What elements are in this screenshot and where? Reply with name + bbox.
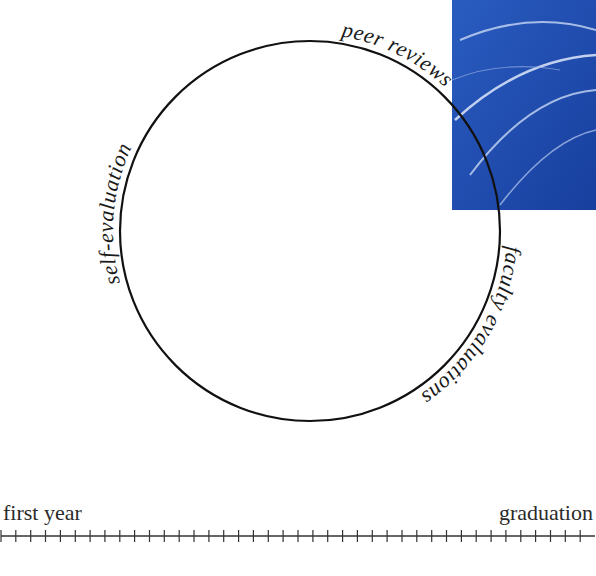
ruler-tick — [15, 530, 16, 542]
ruler-tick — [134, 530, 135, 542]
blue-photo — [452, 0, 596, 210]
ruler-tick — [565, 530, 566, 542]
ruler-tick — [476, 530, 477, 542]
ruler-tick — [446, 530, 447, 542]
ruler-tick — [193, 530, 194, 542]
ruler-tick — [149, 530, 150, 542]
ruler-tick — [104, 530, 105, 542]
ruler-tick — [372, 530, 373, 542]
arc-label: faculty evaluations — [417, 245, 527, 411]
arc-label-text: self-evaluation — [93, 139, 137, 288]
timeline-ruler — [1, 530, 595, 542]
ruler-tick — [30, 530, 31, 542]
ruler-tick — [208, 530, 209, 542]
arc-label: peer reviews — [338, 16, 459, 91]
ruler-tick — [238, 530, 239, 542]
ruler-tick — [535, 530, 536, 542]
ruler-tick — [253, 530, 254, 542]
ruler-tick — [342, 530, 343, 542]
ruler-tick — [223, 530, 224, 542]
cycle-circle — [120, 41, 500, 421]
ruler-tick — [357, 530, 358, 542]
ruler-tick — [164, 530, 165, 542]
ruler-tick — [75, 530, 76, 542]
ruler-tick — [580, 530, 581, 542]
timeline-label: first year — [3, 500, 82, 526]
ruler-tick — [60, 530, 61, 542]
ruler-tick — [297, 530, 298, 542]
ruler-tick — [520, 530, 521, 542]
arc-label-text: faculty evaluations — [417, 245, 527, 411]
ruler-tick — [387, 530, 388, 542]
ruler-tick — [268, 530, 269, 542]
ruler-tick — [0, 530, 1, 542]
ruler-tick — [179, 530, 180, 542]
ruler-tick — [119, 530, 120, 542]
ruler-tick — [312, 530, 313, 542]
arc-label-text: peer reviews — [338, 16, 459, 91]
ruler-tick — [505, 530, 506, 542]
ruler-tick — [491, 530, 492, 542]
ruler-tick — [283, 530, 284, 542]
arc-label: self-evaluation — [93, 139, 137, 288]
ruler-tick — [401, 530, 402, 542]
ruler-tick — [550, 530, 551, 542]
ruler-tick — [327, 530, 328, 542]
ruler-tick — [45, 530, 46, 542]
ruler-tick — [89, 530, 90, 542]
timeline-label: graduation — [499, 500, 593, 526]
ruler-tick — [431, 530, 432, 542]
ruler-tick — [461, 530, 462, 542]
ruler-tick — [416, 530, 417, 542]
